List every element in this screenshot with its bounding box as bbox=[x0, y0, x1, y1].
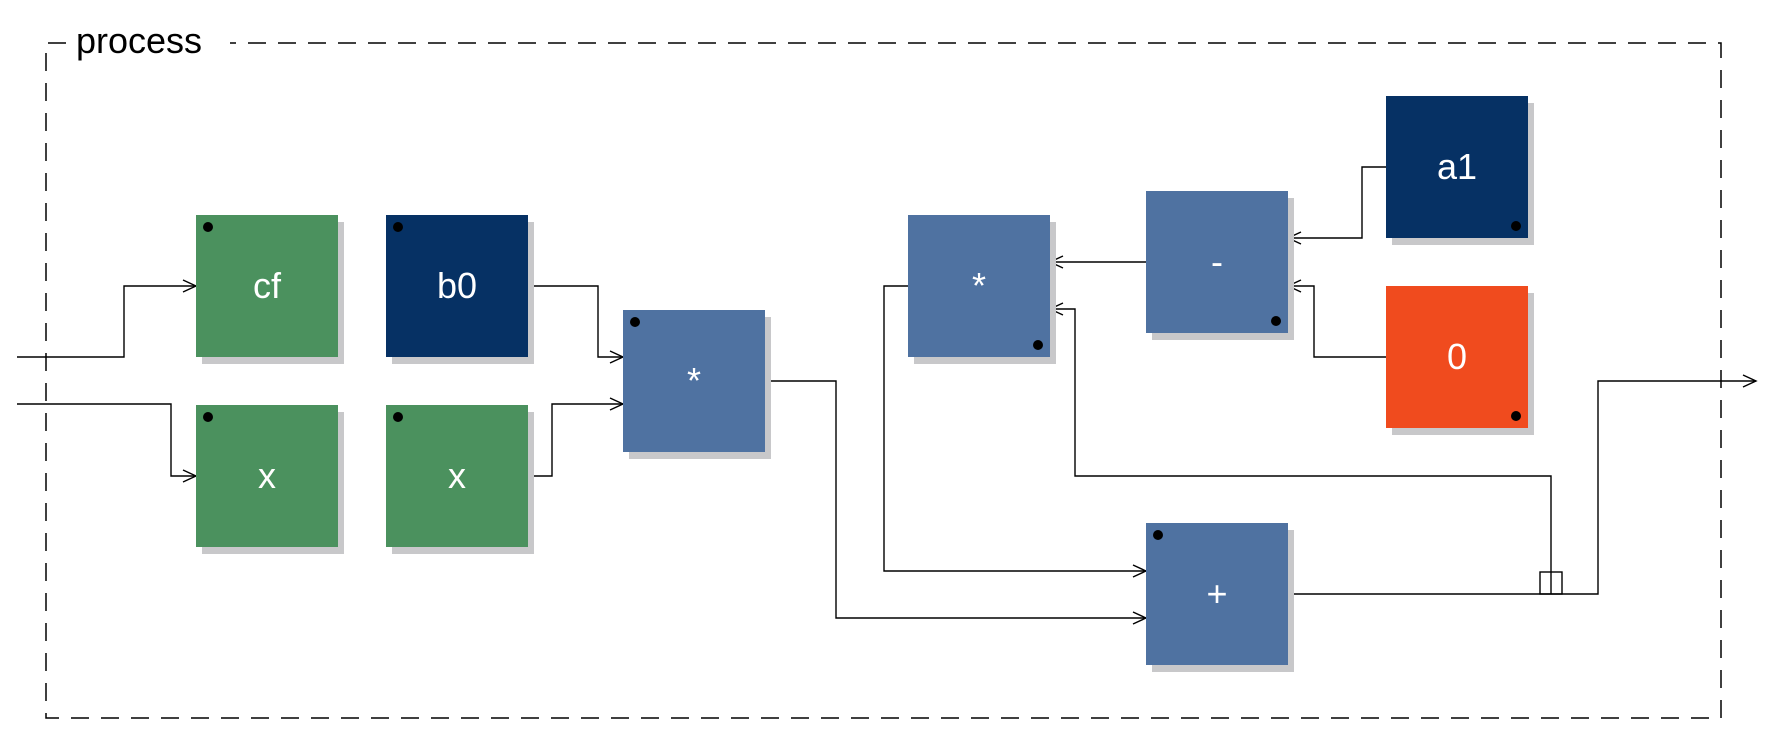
block-add-body bbox=[1146, 523, 1288, 665]
block-add-label: + bbox=[1206, 573, 1227, 614]
process-group-frame bbox=[45, 42, 1722, 719]
block-x-input-label: x bbox=[258, 455, 276, 496]
process-group-title: process bbox=[76, 20, 202, 61]
block-zero: 0 bbox=[1386, 286, 1534, 435]
block-x-second-label: x bbox=[448, 455, 466, 496]
block-b0-dot bbox=[393, 222, 403, 232]
block-a1-dot bbox=[1511, 221, 1521, 231]
block-cf-body bbox=[196, 215, 338, 357]
block-x-input-dot bbox=[203, 412, 213, 422]
block-cf: cf bbox=[196, 215, 344, 364]
wire-x-to-multiply bbox=[528, 403, 623, 477]
block-x-second: x bbox=[386, 405, 534, 554]
wire-multiply-to-add bbox=[765, 380, 1146, 619]
block-b0-body bbox=[386, 215, 528, 357]
wire-multiply2-to-add bbox=[883, 285, 1146, 572]
block-multiply-1: * bbox=[623, 310, 771, 459]
block-a1: a1 bbox=[1386, 96, 1534, 245]
block-multiply-2: * bbox=[908, 215, 1056, 364]
block-zero-body bbox=[1386, 286, 1528, 428]
block-x-input-body bbox=[196, 405, 338, 547]
block-x-second-dot bbox=[393, 412, 403, 422]
wire-zero-to-subtract bbox=[1288, 285, 1386, 358]
block-a1-body bbox=[1386, 96, 1528, 238]
block-a1-label: a1 bbox=[1437, 146, 1477, 187]
wire-feedback-to-multiply2 bbox=[1050, 308, 1552, 594]
wire-input1-to-cf bbox=[17, 285, 196, 358]
block-b0: b0 bbox=[386, 215, 534, 364]
process-group: process bbox=[45, 20, 1722, 719]
block-subtract-body bbox=[1146, 191, 1288, 333]
block-cf-label: cf bbox=[253, 265, 282, 306]
delay-marker bbox=[1539, 571, 1563, 595]
wire-input2-to-x bbox=[17, 403, 196, 477]
block-x-input: x bbox=[196, 405, 344, 554]
block-zero-label: 0 bbox=[1447, 336, 1467, 377]
block-b0-label: b0 bbox=[437, 265, 477, 306]
block-add-dot bbox=[1153, 530, 1163, 540]
block-subtract: - bbox=[1146, 191, 1294, 340]
block-multiply-2-dot bbox=[1033, 340, 1043, 350]
block-subtract-label: - bbox=[1211, 241, 1223, 282]
block-zero-dot bbox=[1511, 411, 1521, 421]
block-x-second-body bbox=[386, 405, 528, 547]
block-multiply-1-body bbox=[623, 310, 765, 452]
block-multiply-1-dot bbox=[630, 317, 640, 327]
wire-a1-to-subtract bbox=[1288, 166, 1386, 239]
block-multiply-2-body bbox=[908, 215, 1050, 357]
arrowhead-output bbox=[1742, 374, 1758, 388]
block-subtract-dot bbox=[1271, 316, 1281, 326]
block-add: + bbox=[1146, 523, 1294, 672]
wire-add-to-output bbox=[1288, 380, 1756, 595]
block-multiply-1-label: * bbox=[687, 360, 701, 401]
wire-b0-to-multiply bbox=[528, 285, 623, 358]
block-multiply-2-label: * bbox=[972, 265, 986, 306]
block-cf-dot bbox=[203, 222, 213, 232]
